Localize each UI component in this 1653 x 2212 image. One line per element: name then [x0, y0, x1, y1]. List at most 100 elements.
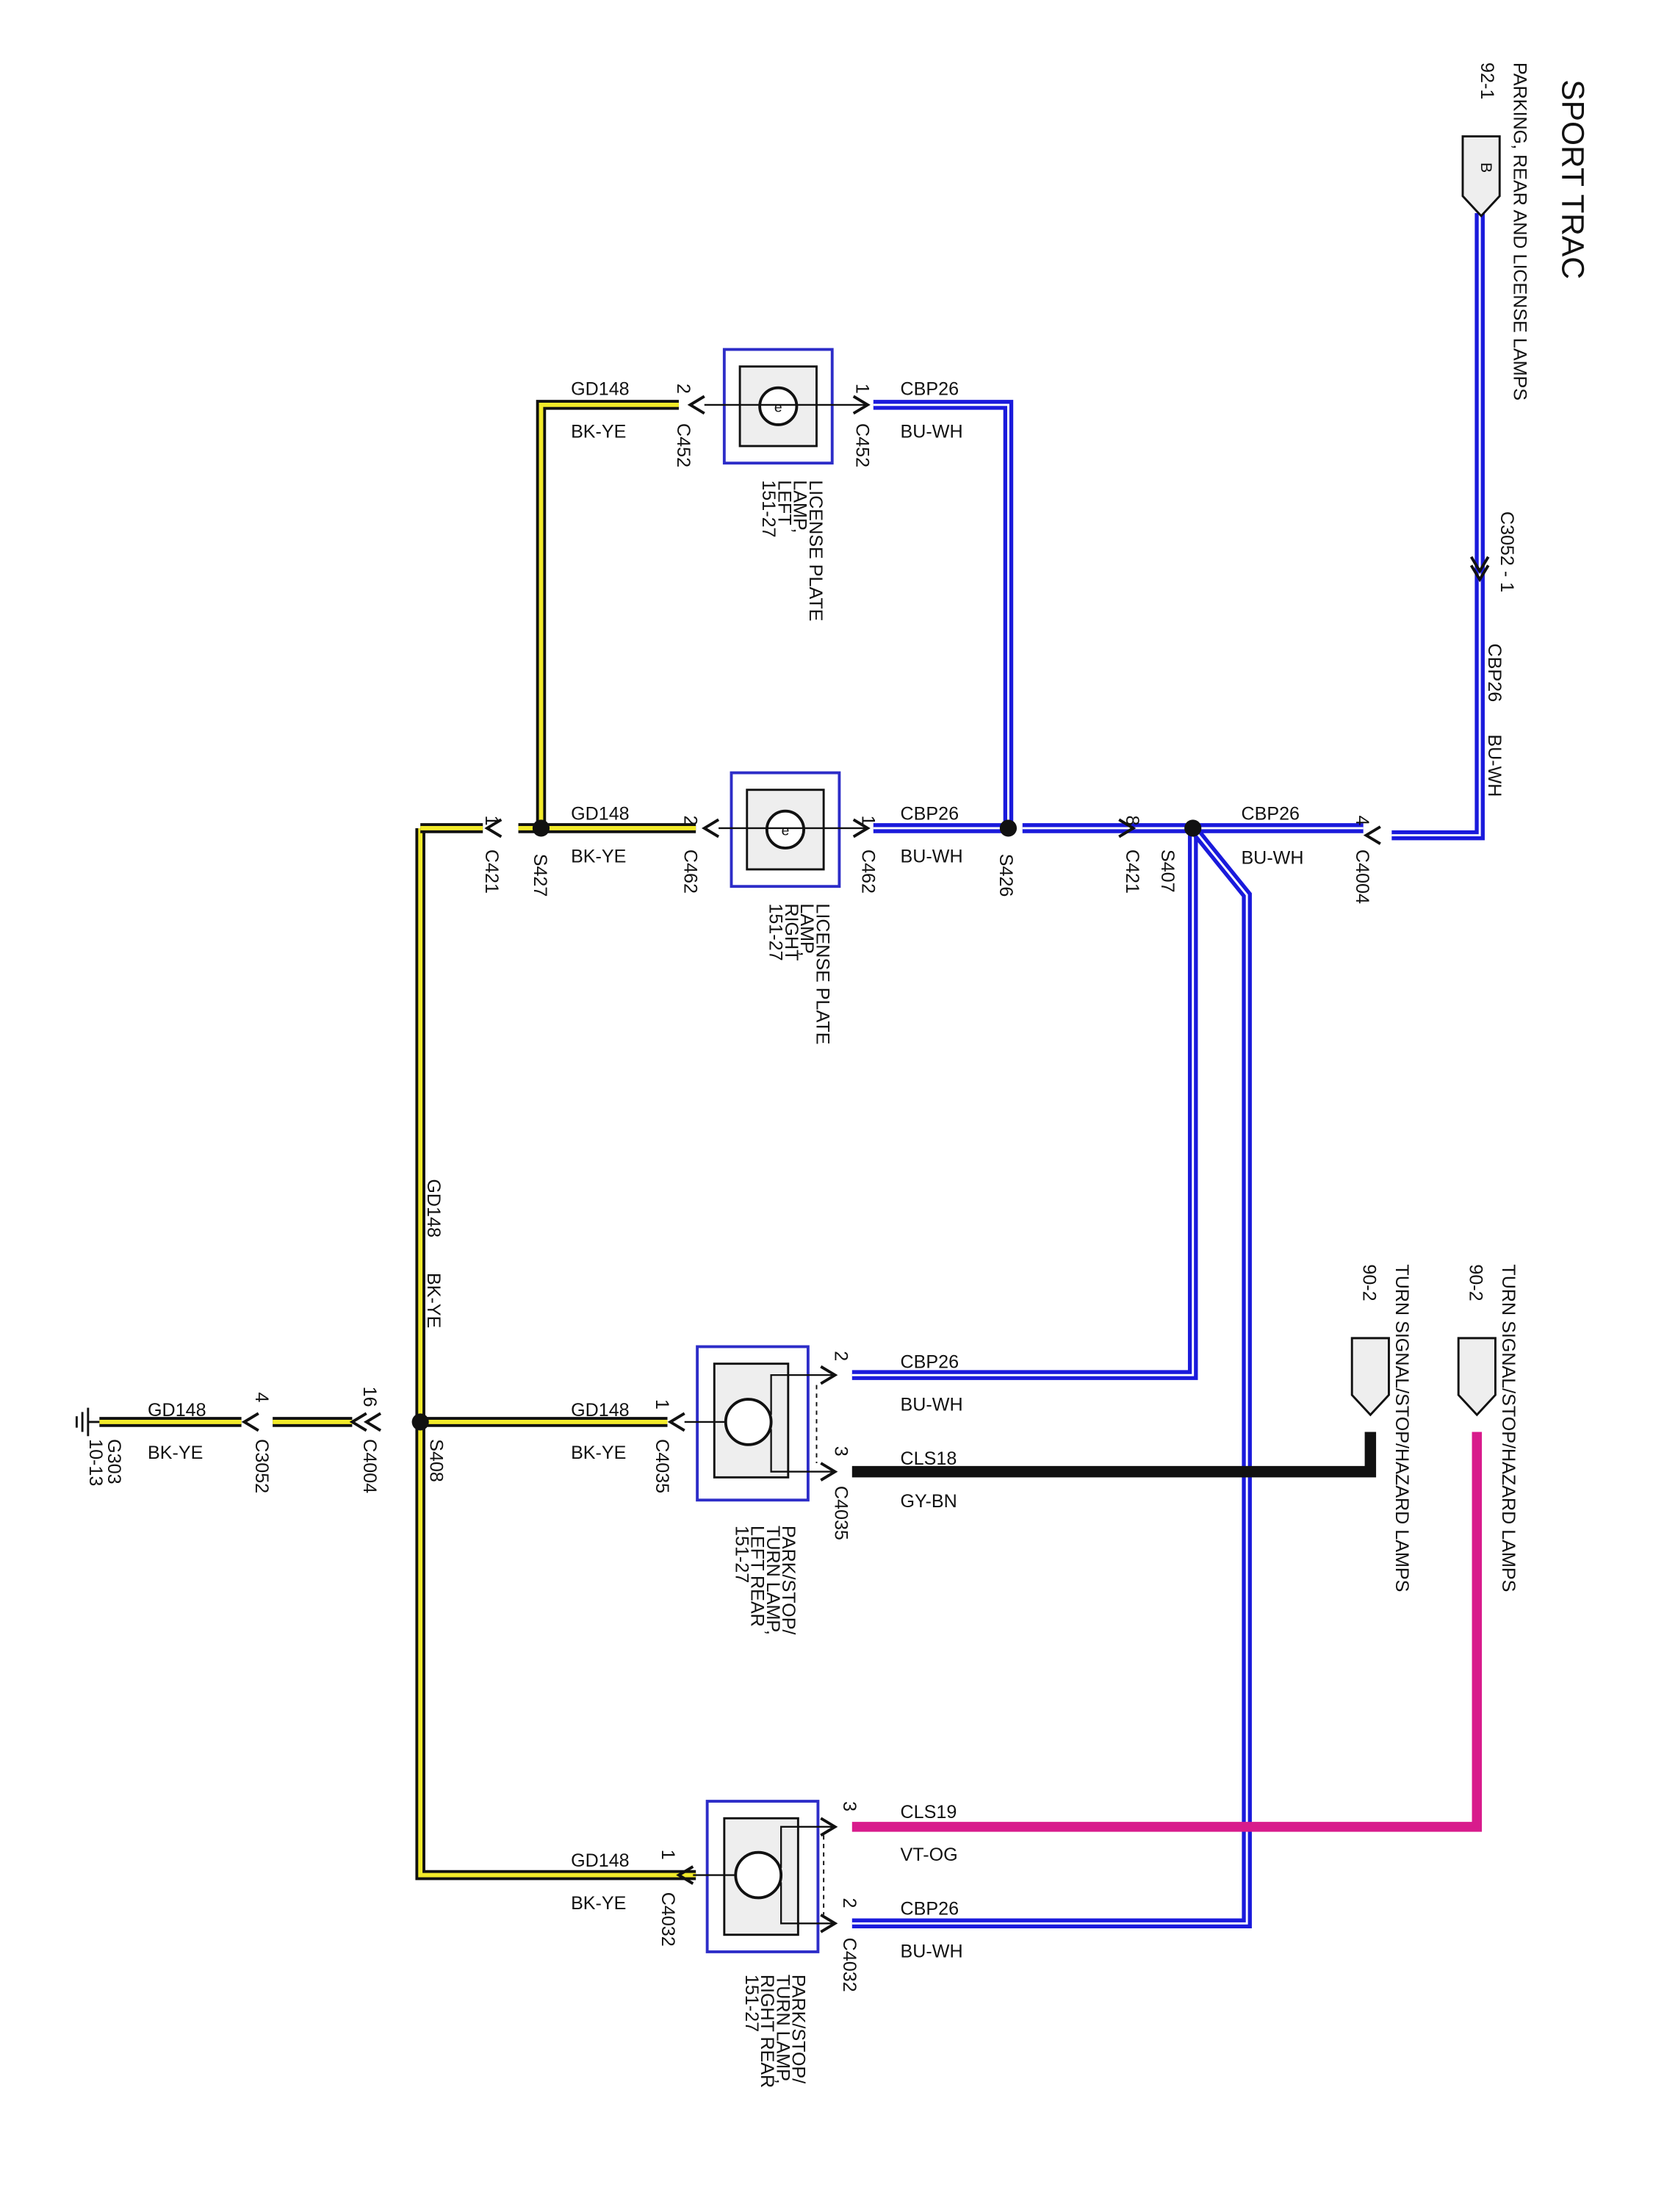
wire-ground-color: BK-YE — [148, 1443, 203, 1463]
arrow-c462-1 — [852, 818, 871, 839]
wire-lic-left-gd-code: GD148 — [571, 378, 630, 399]
component-label-line: LICENSE PLATE — [805, 480, 826, 621]
pin-1-c452: 1 — [852, 384, 873, 394]
conn-c4032-1: C4032 — [658, 1892, 678, 1947]
wire-cls18 — [851, 1432, 1377, 1478]
component-label-line: RIGHT — [781, 903, 802, 960]
arrow-c4004-4 — [1363, 825, 1381, 845]
component-label-line: e — [774, 401, 782, 416]
wire-cls18-color: GY-BN — [901, 1491, 957, 1512]
arrow-c452-2 — [687, 395, 705, 415]
arrow-c421-1 — [484, 818, 503, 839]
conn-c4035-3: C4035 — [831, 1486, 851, 1540]
pin-4-c3052: 4 — [251, 1392, 272, 1402]
splice-s408-label: S408 — [426, 1439, 447, 1482]
lamp-left-rear — [684, 1345, 835, 1502]
wire-top-color: BU-WH — [1241, 847, 1303, 868]
pin-2-c462: 2 — [680, 816, 701, 826]
page-ref: 92-1 — [1477, 62, 1497, 99]
wire-gd148-main — [415, 827, 696, 1881]
turn-signal-flag-1 — [1350, 1337, 1390, 1417]
pin-8-c421: 8 — [1122, 816, 1142, 826]
wire-lic-left-code: CBP26 — [901, 378, 959, 399]
component-label-line: PARK/STOP/ — [778, 1526, 799, 1634]
wire-cbp26-feed — [1391, 212, 1485, 841]
wire-cls19-color: VT-OG — [901, 1845, 958, 1865]
connector-arrows — [241, 395, 1490, 1933]
wire-cbp26-group — [851, 212, 1485, 1929]
splice-s408 — [411, 1413, 429, 1431]
wire-lic-right-code: CBP26 — [901, 803, 959, 824]
wire-cls19-code: CLS19 — [901, 1802, 957, 1823]
wire-lic-left-color: BU-WH — [901, 421, 963, 442]
wire-rr-color: BU-WH — [901, 1942, 963, 1962]
wire-gd148-group — [99, 400, 696, 1881]
wire-main-gd-code: GD148 — [423, 1179, 444, 1238]
arrow-c452-1 — [852, 395, 871, 415]
wire-rr-gd-color: BK-YE — [571, 1893, 626, 1914]
label-lr: PARK/STOP/ TURN LAMP, LEFT REAR 151-27 — [731, 1526, 799, 1635]
feed-wire-code: CBP26 — [1484, 644, 1505, 703]
component-label-line: RIGHT REAR — [757, 1975, 777, 2088]
pin-3-c4032: 3 — [839, 1801, 860, 1811]
wire-rr-gd-code: GD148 — [571, 1850, 630, 1871]
wire-lic-right-gd-color: BK-YE — [571, 846, 626, 866]
component-label-line: 151-27 — [758, 480, 779, 537]
wire-cls18-code: CLS18 — [901, 1448, 957, 1469]
wire-lic-left-gd-color: BK-YE — [571, 421, 626, 442]
connector-b-label: B — [1477, 162, 1495, 173]
wire-gd148-lic-left — [536, 400, 679, 828]
ground-name: G303 — [104, 1439, 124, 1484]
lamp-license-right: e — [719, 771, 867, 888]
wire-cbp26-lic-left — [873, 400, 1014, 828]
wire-cbp26-lr — [851, 827, 1198, 1380]
lamp-license-left: e — [704, 348, 867, 465]
pin-1-c4032: 1 — [658, 1850, 678, 1860]
conn-c4004-top: C4004 — [1352, 850, 1372, 904]
component-label-line: TURN LAMP, — [772, 1975, 793, 2084]
splice-s426-label: S426 — [995, 854, 1016, 897]
arrow-c3052-4 — [241, 1412, 259, 1432]
component-label-line: LEFT REAR — [747, 1526, 768, 1627]
conn-c462-2: C462 — [680, 850, 701, 894]
wire-cls19 — [851, 1432, 1483, 1832]
wire-lr-gd-color: BK-YE — [571, 1443, 626, 1463]
splice-s407 — [1184, 819, 1202, 837]
connector-b-flag: B — [1461, 135, 1501, 218]
label-lic-left: LICENSE PLATE LAMP, LEFT 151-27 — [758, 480, 826, 621]
conn-c452-2: C452 — [673, 423, 694, 467]
pin-1-c462: 1 — [857, 816, 878, 826]
conn-c462-1: C462 — [857, 850, 878, 894]
arrow-c4035-1 — [667, 1412, 685, 1432]
pin-3-c4035: 3 — [831, 1446, 851, 1457]
turn-signal-flag-2 — [1457, 1337, 1497, 1417]
ground-ref: 10-13 — [85, 1439, 106, 1486]
component-label-line: LICENSE PLATE — [812, 903, 832, 1044]
conn-c4004-bottom: C4004 — [359, 1439, 380, 1493]
pin-2-c452: 2 — [673, 384, 694, 394]
pin-4-c4004: 4 — [1352, 816, 1372, 826]
component-label-line: PARK/STOP/ — [788, 1975, 809, 2083]
label-rr: PARK/STOP/ TURN LAMP, RIGHT REAR 151-27 — [741, 1975, 809, 2088]
feed-wire-color: BU-WH — [1484, 734, 1505, 797]
component-label-line: 151-27 — [741, 1975, 762, 2032]
conn-c421-8: C421 — [1122, 850, 1142, 894]
turn-signal-label-2: TURN SIGNAL/STOP/HAZARD LAMPS — [1498, 1264, 1519, 1592]
conn-c3052: C3052 — [251, 1439, 272, 1493]
wire-lr-code: CBP26 — [901, 1351, 959, 1372]
arrow-c4032-1 — [676, 1865, 694, 1885]
wire-main-gd-color: BK-YE — [423, 1273, 444, 1328]
splice-s427-label: S427 — [530, 854, 550, 897]
conn-c4032-2: C4032 — [839, 1938, 860, 1992]
pin-1-c4035: 1 — [652, 1399, 672, 1410]
pin-2-c4035: 2 — [831, 1351, 851, 1361]
component-label-line: e — [782, 824, 790, 839]
conn-c452-1: C452 — [852, 423, 873, 467]
c3052-pin-label: C3052 - 1 — [1497, 511, 1517, 592]
wire-lr-gd-code: GD148 — [571, 1400, 630, 1421]
component-label-line: LAMP, — [790, 480, 810, 533]
wire-lic-right-gd-code: GD148 — [571, 803, 630, 824]
turn-signal-ref-2: 90-2 — [1466, 1264, 1486, 1301]
conn-c4035-1: C4035 — [652, 1439, 672, 1493]
